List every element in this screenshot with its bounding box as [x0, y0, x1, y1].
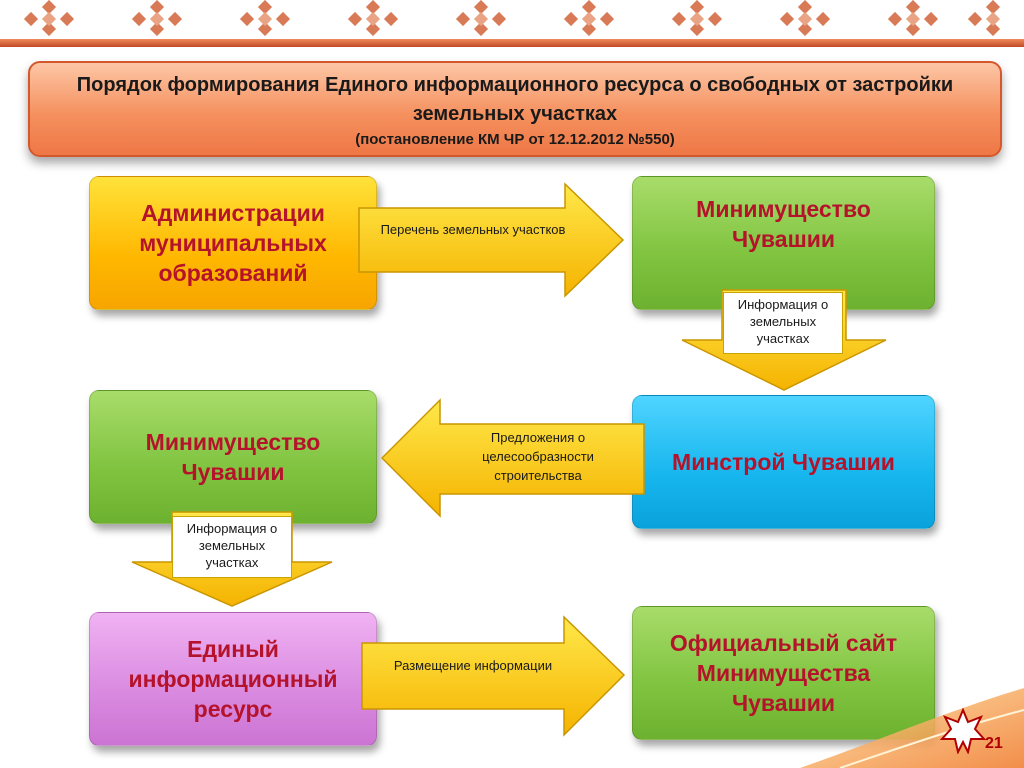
edge-placement-label: Размещение информации	[393, 658, 553, 673]
ornament-icon	[23, 0, 75, 36]
top-divider-line	[0, 39, 1024, 47]
top-ornament-band	[0, 0, 1024, 40]
ornament-icon	[239, 0, 291, 36]
ornament-icon	[455, 0, 507, 36]
arrow-right-placement-icon	[361, 615, 626, 737]
ornament-icon	[131, 0, 183, 36]
node-minstroy-label: Минстрой Чувашии	[672, 449, 895, 475]
node-minimush-2: Минимущество Чувашии	[89, 390, 377, 524]
star-icon	[940, 708, 986, 754]
node-minimush-1: Минимущество Чувашии	[632, 176, 935, 310]
node-admin: Администрации муниципальных образований	[89, 176, 377, 310]
edge-info-1-label: Информация о земельных участках	[723, 292, 843, 354]
edge-info-2-label: Информация о земельных участках	[172, 516, 292, 578]
node-resource-label: Единый информационный ресурс	[128, 636, 338, 722]
ornament-icon	[887, 0, 939, 36]
node-resource: Единый информационный ресурс	[89, 612, 377, 746]
ornament-icon	[563, 0, 615, 36]
page-title: Порядок формирования Единого информацион…	[76, 74, 954, 125]
ornament-icon	[967, 0, 1001, 36]
page-number: 21	[985, 735, 1003, 752]
ornament-icon	[671, 0, 723, 36]
edge-list-label: Перечень земельных участков	[380, 222, 566, 237]
arrow-left-proposals-icon	[380, 398, 645, 518]
node-site-label: Официальный сайт Минимущества Чувашии	[669, 630, 898, 716]
node-minstroy: Минстрой Чувашии	[632, 395, 935, 529]
node-site: Официальный сайт Минимущества Чувашии	[632, 606, 935, 740]
arrow-right-list-icon	[358, 182, 625, 298]
page-subtitle: (постановление КМ ЧР от 12.12.2012 №550)	[355, 131, 675, 148]
node-minimush-1-label: Минимущество Чувашии	[696, 196, 871, 252]
ornament-icon	[347, 0, 399, 36]
corner-decoration	[800, 688, 1024, 768]
node-admin-label: Администрации муниципальных образований	[139, 200, 327, 286]
title-box: Порядок формирования Единого информацион…	[28, 61, 1002, 157]
edge-proposals-label: Предложения о целесообразности строитель…	[482, 430, 594, 483]
node-minimush-2-label: Минимущество Чувашии	[145, 429, 321, 485]
ornament-icon	[779, 0, 831, 36]
